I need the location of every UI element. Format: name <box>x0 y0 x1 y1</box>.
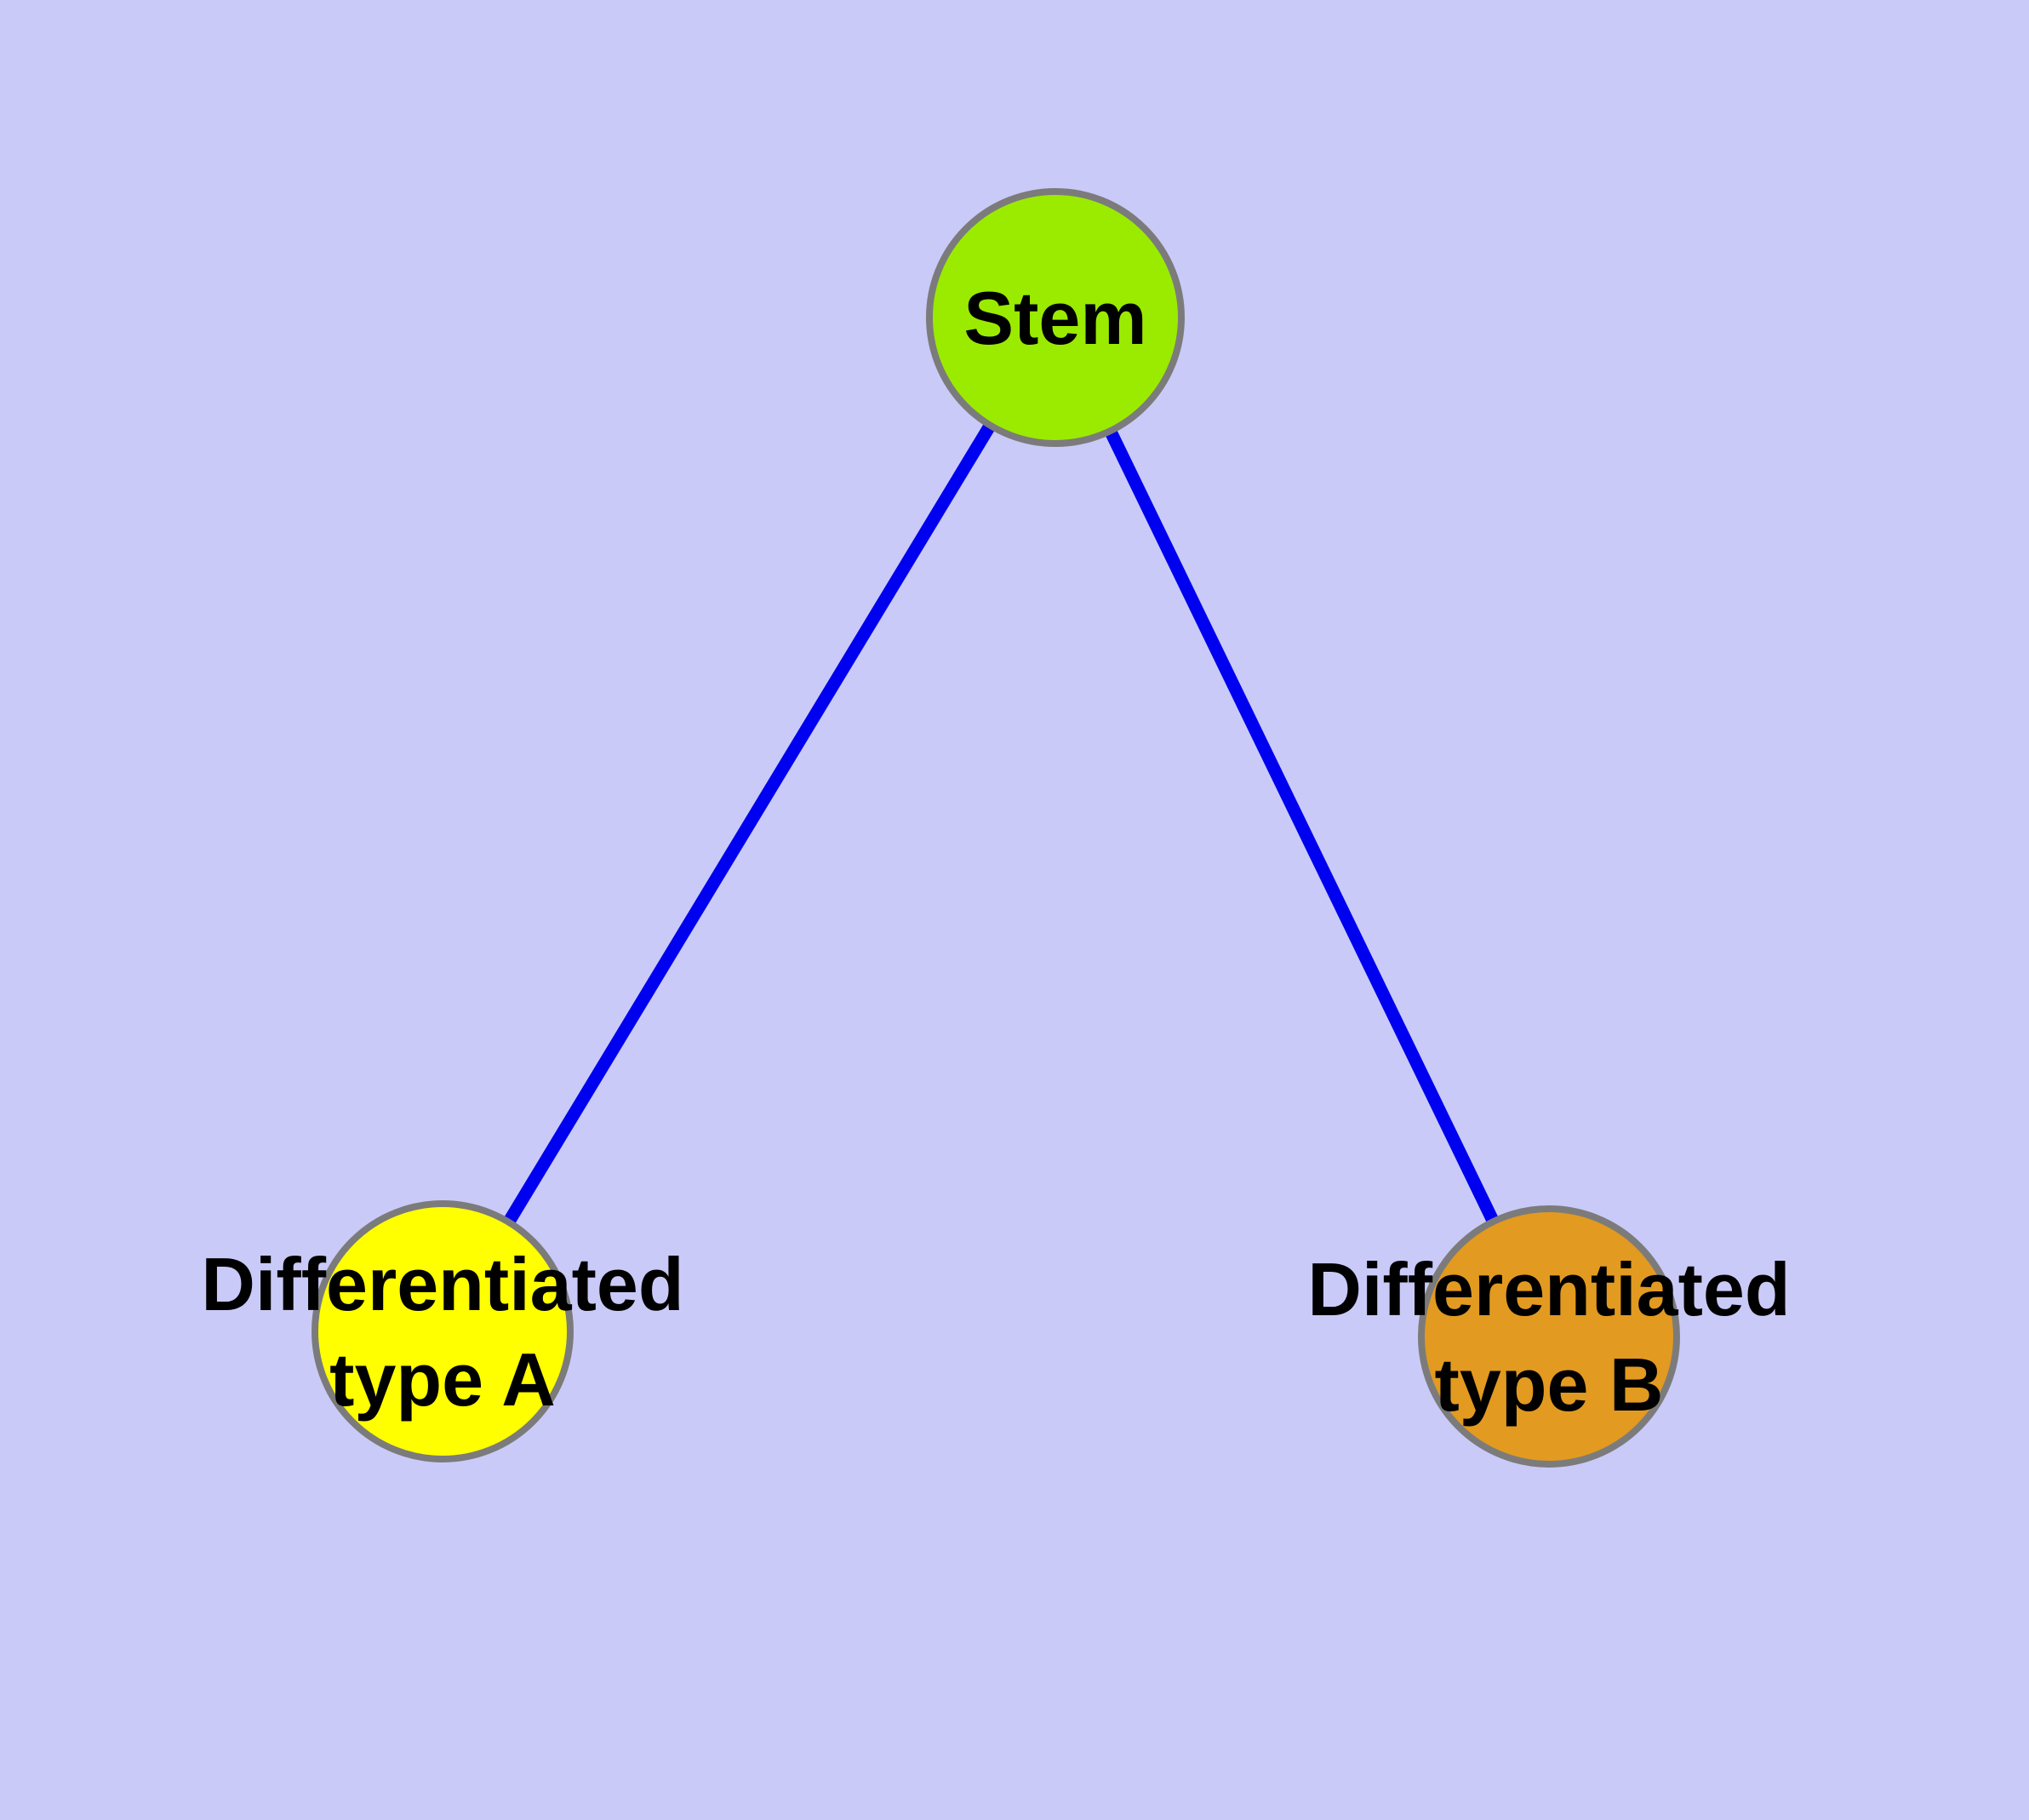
node-stem <box>926 188 1185 447</box>
node-label-stem: Stem <box>963 276 1146 360</box>
edge-stem-type-b <box>1049 314 1555 1340</box>
node-label-line: Stem <box>963 276 1146 360</box>
node-type-a <box>311 1200 574 1462</box>
node-label-line: type A <box>329 1337 556 1422</box>
node-label-type-b: Differentiated type B <box>1307 1247 1790 1427</box>
edge-stem-type-a <box>437 314 1061 1335</box>
node-type-b <box>1418 1205 1680 1468</box>
node-label-line: type B <box>1435 1342 1664 1427</box>
node-label-type-a: Differentiated type A <box>201 1242 683 1422</box>
node-label-line: Differentiated <box>1307 1247 1790 1331</box>
node-label-line: Differentiated <box>201 1242 683 1326</box>
